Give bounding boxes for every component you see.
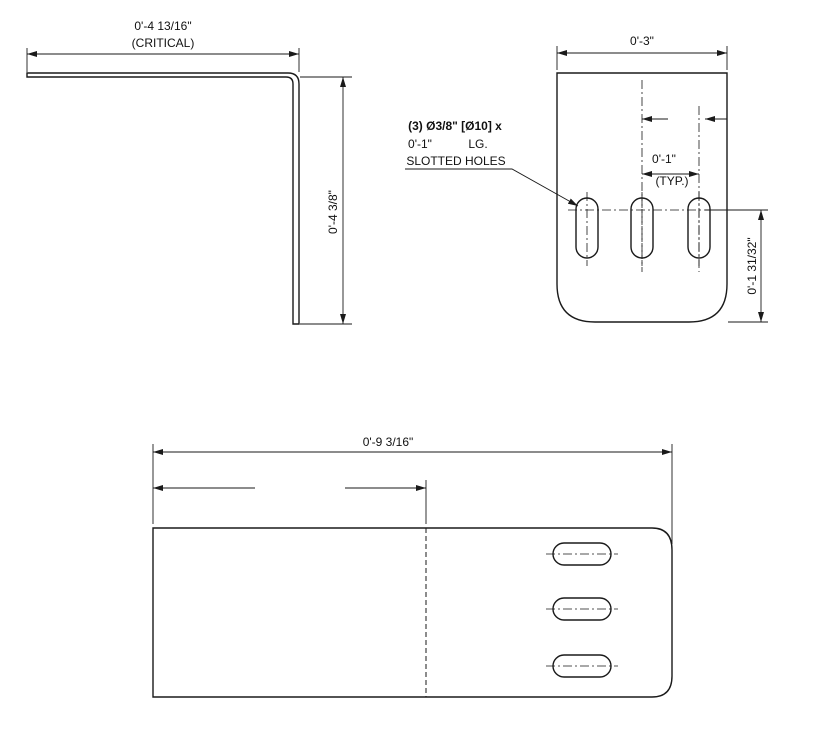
flat-pattern-view: 0'-9 3/16" <box>152 435 673 698</box>
side-view: 0'-4 13/16" (CRITICAL) 0'-4 3/8" <box>26 19 352 325</box>
height-dimension-label: 0'-4 3/8" <box>326 190 340 234</box>
front-height-dimension-label: 0'-1 31/32" <box>745 237 759 294</box>
critical-note: (CRITICAL) <box>132 36 195 50</box>
callout-leader-line <box>405 168 579 207</box>
bracket-profile <box>26 72 300 325</box>
width-dimension-label: 0'-4 13/16" <box>134 19 191 33</box>
dimension-text-gap <box>255 482 345 494</box>
slot-callout-lg: LG. <box>468 137 487 151</box>
slot-callout-line3: SLOTTED HOLES <box>406 154 505 168</box>
front-plate-outline <box>556 72 728 323</box>
front-view: 0'-3" 0'-1" (TYP.) (3) Ø3/8" [Ø10] x 0'-… <box>405 34 768 323</box>
front-width-dimension-label: 0'-3" <box>630 34 654 48</box>
overall-length-label: 0'-9 3/16" <box>363 435 414 449</box>
slot-callout-length: 0'-1" <box>408 137 432 151</box>
typ-spacing-label: 0'-1" <box>652 152 676 166</box>
flat-plate-outline <box>152 527 673 698</box>
slot-callout-line1: (3) Ø3/8" [Ø10] x <box>408 119 502 133</box>
typ-note: (TYP.) <box>655 174 688 188</box>
